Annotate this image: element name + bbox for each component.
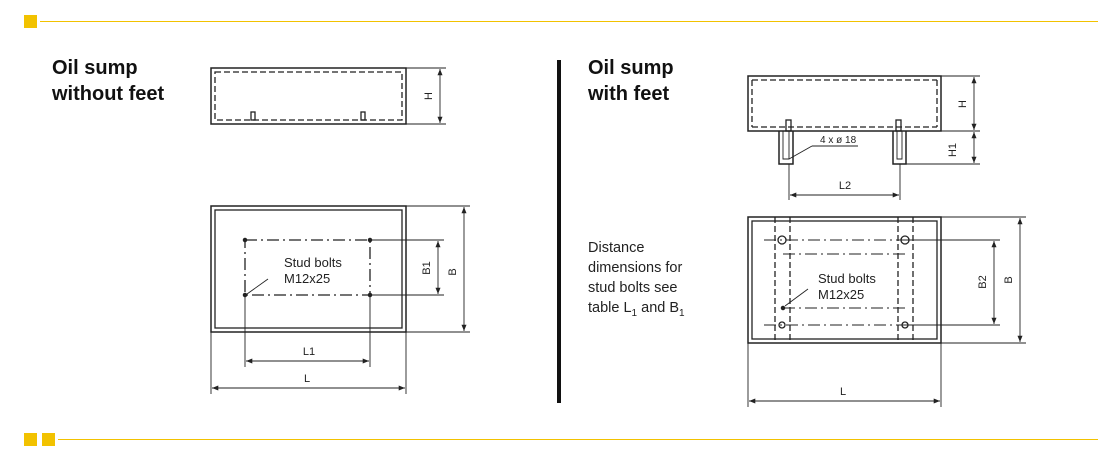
right-title-line1: Oil sump	[588, 57, 674, 79]
left-l-label: L	[304, 373, 310, 385]
left-side-stud-1	[250, 111, 256, 121]
right-foot-1	[778, 131, 794, 165]
right-panel-title: Oil sump with feet	[588, 55, 674, 107]
footer-accent-square-2	[42, 433, 55, 446]
left-b1-label: B1	[421, 261, 433, 274]
right-callout-leader	[784, 288, 809, 307]
right-foot-1-slot	[782, 131, 790, 160]
panel-divider	[557, 60, 561, 403]
right-h1-label: H1	[947, 143, 959, 157]
right-side-outline	[747, 75, 942, 132]
right-callout-line1: Stud bolts	[818, 271, 876, 286]
right-plan-view: Stud bolts M12x25 B2 B L	[747, 216, 1026, 407]
right-side-stud-1	[785, 119, 792, 132]
left-stud-point-1	[242, 237, 248, 243]
left-plan-stud-pattern	[244, 239, 371, 296]
note-line4-prefix: table L	[588, 300, 632, 316]
right-l-label: L	[840, 386, 846, 398]
right-stud-point	[780, 305, 786, 311]
left-title-line1: Oil sump	[52, 57, 138, 79]
left-side-inner-hidden	[214, 71, 403, 121]
left-callout-line2: M12x25	[284, 271, 330, 286]
right-plan-inner	[751, 220, 938, 340]
right-title-line2: with feet	[588, 83, 670, 105]
left-plan-inner	[214, 209, 403, 329]
footer-rule	[58, 439, 1098, 441]
note-line4-sub1: 1	[631, 307, 638, 319]
left-side-outline	[210, 67, 407, 125]
left-l1-label: L1	[303, 346, 315, 358]
stud-bolt-note: Distance dimensions for stud bolts see t…	[588, 238, 685, 324]
note-line4-sub2: 1	[679, 307, 685, 319]
note-line1: Distance	[588, 240, 645, 256]
right-h-label: H	[957, 100, 969, 108]
right-holes-leader	[788, 145, 813, 160]
right-l2-label: L2	[839, 180, 851, 192]
header-rule	[40, 21, 1098, 23]
right-holes-label: 4 x ø 18	[820, 135, 857, 146]
right-hole-1	[777, 235, 787, 245]
right-side-stud-2	[895, 119, 902, 132]
left-callout-line1: Stud bolts	[284, 255, 342, 270]
note-line2: dimensions for	[588, 260, 683, 276]
left-plan-view: Stud bolts M12x25 B1 B L1 L	[210, 205, 470, 394]
left-callout-leader	[246, 278, 269, 295]
left-panel-title: Oil sump without feet	[52, 55, 164, 107]
left-h-label: H	[423, 92, 435, 100]
note-line3: stud bolts see	[588, 280, 678, 296]
right-b-label: B	[1003, 276, 1015, 283]
left-side-view: H	[210, 67, 446, 125]
note-line4: table L1 and B1	[588, 298, 685, 324]
footer-accent-square-1	[24, 433, 37, 446]
right-side-view: 4 x ø 18 L2 H H1	[747, 75, 980, 200]
left-title-line2: without feet	[52, 83, 165, 105]
right-plan-outline	[747, 216, 942, 344]
left-side-stud-2	[360, 111, 366, 121]
left-plan-outline	[210, 205, 407, 333]
note-line4-mid: and B	[637, 300, 680, 316]
right-foot-2-slot	[896, 131, 903, 160]
right-callout-line2: M12x25	[818, 287, 864, 302]
header-accent-square	[24, 15, 37, 28]
right-hole-3	[778, 321, 786, 329]
right-b2-label: B2	[977, 275, 989, 288]
left-b-label: B	[447, 268, 459, 275]
right-foot-2	[892, 131, 907, 165]
